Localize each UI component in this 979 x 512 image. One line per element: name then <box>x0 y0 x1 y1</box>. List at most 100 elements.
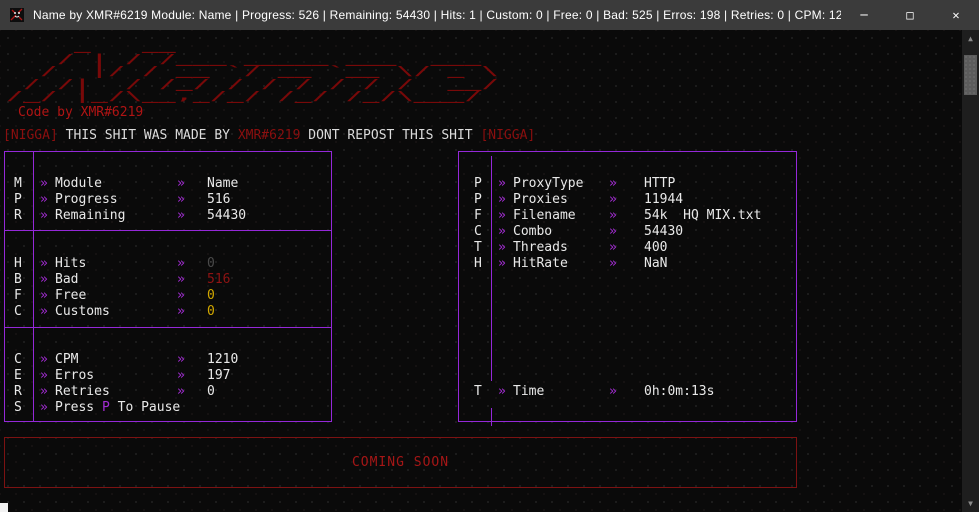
stat-row-combo: C » Combo » 54430 <box>459 224 796 240</box>
hotkey-letter: F <box>474 208 482 223</box>
vertical-scrollbar[interactable]: ▲ ▼ <box>962 30 979 512</box>
stat-value: 54430 <box>644 224 684 239</box>
chevron-icon: » <box>177 208 185 223</box>
console-area: _ __ / | / /___ _____ ___ ___ / |/ / __ … <box>0 30 979 512</box>
coming-soon-panel: COMING SOON <box>4 437 797 488</box>
stat-row-module: M » Module » Name <box>5 176 331 192</box>
stat-label: CPM <box>55 352 79 367</box>
stat-value: 54430 <box>207 208 247 223</box>
hotkey-letter: F <box>14 288 22 303</box>
stat-value: 516 <box>207 192 231 207</box>
stat-row-filename: F » Filename » 54k HQ MIX.txt <box>459 208 796 224</box>
stat-value: 0 <box>207 304 215 319</box>
stat-row-bad: B » Bad » 516 <box>5 272 331 288</box>
stat-label: Proxies <box>513 192 568 207</box>
hotkey-letter: H <box>474 256 482 271</box>
stat-value: 0 <box>207 384 215 399</box>
title-bar[interactable]: Name by XMR#6219 Module: Name | Progress… <box>0 0 979 30</box>
app-icon <box>10 8 24 22</box>
chevron-icon: » <box>177 304 185 319</box>
chevron-icon: » <box>177 176 185 191</box>
scrollbar-thumb[interactable] <box>964 55 977 95</box>
stat-label: Progress <box>55 192 118 207</box>
hotkey-letter: T <box>474 240 482 255</box>
stat-label: Threads <box>513 240 568 255</box>
coming-soon-label: COMING SOON <box>351 455 450 470</box>
stat-value: Name <box>207 176 239 191</box>
stat-value: 11944 <box>644 192 684 207</box>
stat-value: 1210 <box>207 352 239 367</box>
pause-hint-suffix: To Pause <box>109 400 181 415</box>
chevron-icon: » <box>609 240 617 255</box>
scroll-up-icon[interactable]: ▲ <box>968 34 973 43</box>
maximize-button[interactable]: □ <box>906 8 914 22</box>
hotkey-letter: T <box>474 384 482 399</box>
chevron-icon: » <box>177 368 185 383</box>
chevron-icon: » <box>498 224 506 239</box>
warning-tag-left: [NIGGA] <box>3 128 58 143</box>
chevron-icon: » <box>40 368 48 383</box>
stat-row-threads: T » Threads » 400 <box>459 240 796 256</box>
stat-label: Remaining <box>55 208 126 223</box>
stat-row-time: T » Time » 0h:0m:13s <box>459 384 796 400</box>
chevron-icon: » <box>177 352 185 367</box>
stat-label: Filename <box>513 208 576 223</box>
chevron-icon: » <box>498 384 506 399</box>
chevron-icon: » <box>177 256 185 271</box>
stat-value: NaN <box>644 256 668 271</box>
chevron-icon: » <box>498 192 506 207</box>
stat-row-proxytype: P » ProxyType » HTTP <box>459 176 796 192</box>
stat-label: Hits <box>55 256 87 271</box>
stat-label: Time <box>513 384 545 399</box>
stat-label: Customs <box>55 304 110 319</box>
hotkey-letter: P <box>474 192 482 207</box>
chevron-icon: » <box>498 256 506 271</box>
stat-value: 400 <box>644 240 668 255</box>
stat-row-remaining: R » Remaining » 54430 <box>5 208 331 224</box>
hotkey-letter: H <box>14 256 22 271</box>
stat-value: 0 <box>207 288 215 303</box>
panel-left-divider-line <box>33 152 34 421</box>
logo-tagline: Code by XMR#6219 <box>18 105 144 120</box>
stat-value: 516 <box>207 272 231 287</box>
stat-label: Module <box>55 176 102 191</box>
stat-value: 197 <box>207 368 231 383</box>
minimize-button[interactable]: ─ <box>860 8 868 22</box>
ascii-logo: _ __ / | / /___ _____ ___ ___ / |/ / __ … <box>6 39 499 103</box>
chevron-icon: » <box>177 384 185 399</box>
stat-label: Erros <box>55 368 95 383</box>
section-divider <box>5 327 331 328</box>
warning-author: XMR#6219 <box>237 128 301 143</box>
pause-hint-prefix: Press <box>55 400 102 415</box>
hotkey-letter: P <box>474 176 482 191</box>
chevron-icon: » <box>40 288 48 303</box>
hotkey-letter: E <box>14 368 22 383</box>
warning-tag-right: [NIGGA] <box>480 128 536 143</box>
panel-right-divider-line <box>491 156 492 381</box>
stat-row-free: F » Free » 0 <box>5 288 331 304</box>
stat-row-hitrate: H » HitRate » NaN <box>459 256 796 272</box>
stat-label: Free <box>55 288 87 303</box>
panel-right-time-divider-line <box>491 408 492 426</box>
chevron-icon: » <box>498 208 506 223</box>
close-button[interactable]: ✕ <box>952 8 960 22</box>
stat-row-proxies: P » Proxies » 11944 <box>459 192 796 208</box>
chevron-icon: » <box>609 176 617 191</box>
chevron-icon: » <box>498 176 506 191</box>
chevron-icon: » <box>609 256 617 271</box>
hotkey-letter: R <box>14 208 22 223</box>
warning-text-1: THIS SHIT WAS MADE BY <box>57 128 238 143</box>
hotkey-letter: C <box>474 224 482 239</box>
stat-row-cpm: C » CPM » 1210 <box>5 352 331 368</box>
pause-hotkey: P <box>101 400 110 415</box>
scroll-down-icon[interactable]: ▼ <box>968 499 973 508</box>
chevron-icon: » <box>609 208 617 223</box>
section-divider <box>5 230 331 231</box>
chevron-icon: » <box>498 240 506 255</box>
stat-row-retries: R » Retries » 0 <box>5 384 331 400</box>
chevron-icon: » <box>40 192 48 207</box>
stat-value: 0h:0m:13s <box>644 384 715 399</box>
hotkey-letter: M <box>14 176 22 191</box>
chevron-icon: » <box>609 224 617 239</box>
